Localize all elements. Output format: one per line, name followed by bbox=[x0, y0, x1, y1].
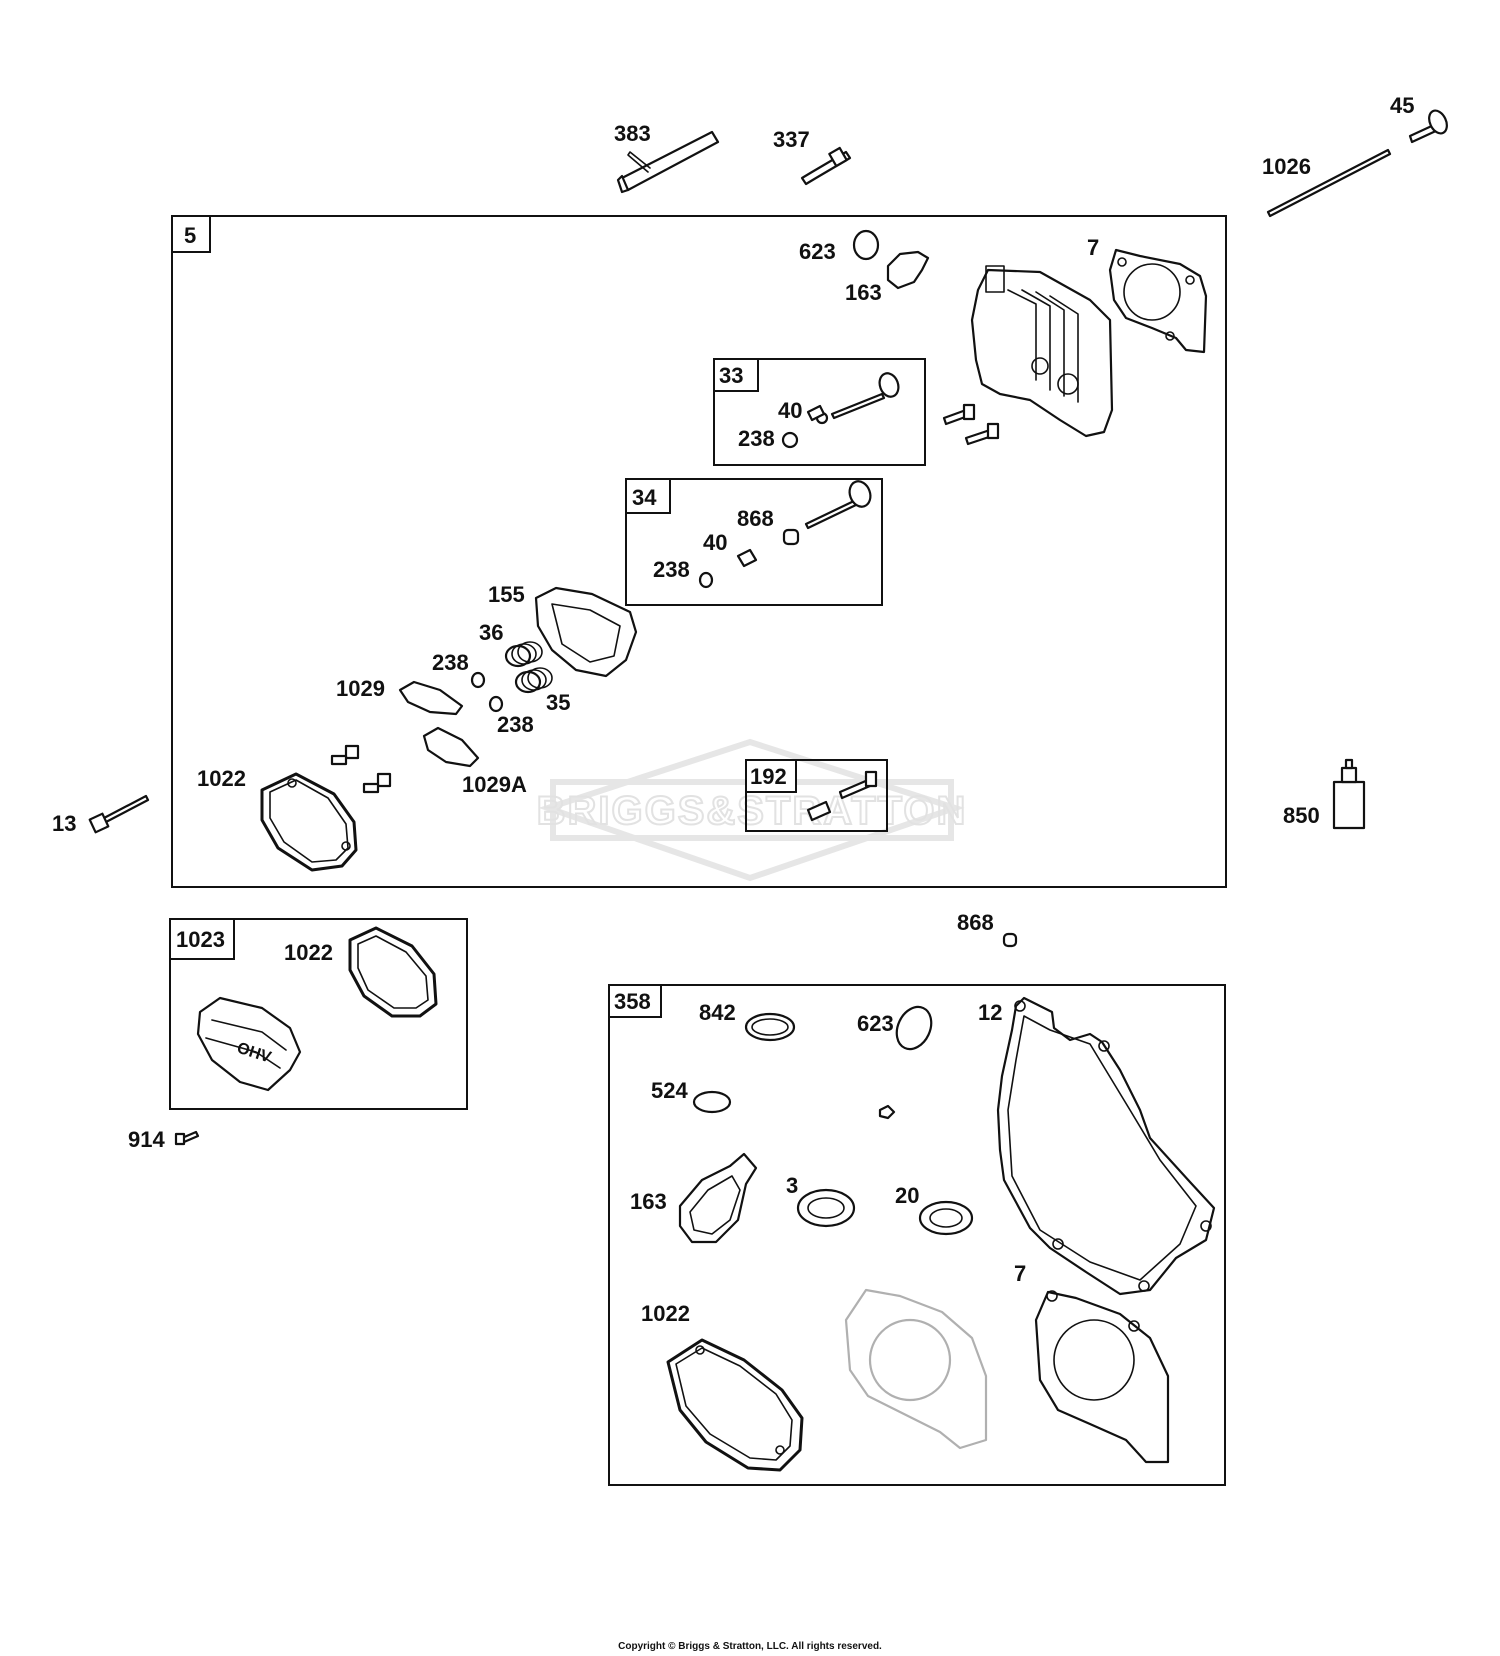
label-868-b: 868 bbox=[957, 910, 994, 935]
label-40-mid: 40 bbox=[703, 530, 727, 555]
label-1022-a: 1022 bbox=[197, 766, 246, 791]
label-524: 524 bbox=[651, 1078, 688, 1103]
label-45: 45 bbox=[1390, 93, 1414, 118]
part-238-keeper-mid bbox=[698, 571, 714, 589]
label-20: 20 bbox=[895, 1183, 919, 1208]
label-13: 13 bbox=[52, 811, 76, 836]
part-33-exhaust-valve bbox=[815, 372, 900, 425]
part-20-oil-seal bbox=[918, 1200, 974, 1236]
part-head-bolts bbox=[942, 403, 1000, 446]
part-163-gasket bbox=[886, 250, 930, 290]
group-box-192 bbox=[745, 759, 888, 832]
label-3: 3 bbox=[786, 1173, 798, 1198]
label-238-mid: 238 bbox=[653, 557, 690, 582]
label-238-top: 238 bbox=[738, 426, 775, 451]
part-ghost-head-gasket bbox=[844, 1288, 988, 1450]
label-163-b: 163 bbox=[630, 1189, 667, 1214]
label-35: 35 bbox=[546, 690, 570, 715]
label-1029: 1029 bbox=[336, 676, 385, 701]
label-40-top: 40 bbox=[778, 398, 802, 423]
part-1029-rocker-arm bbox=[398, 680, 464, 716]
group-label-5: 5 bbox=[184, 223, 196, 248]
part-35-valve-spring bbox=[514, 667, 553, 694]
part-7-head-gasket-b bbox=[1034, 1290, 1170, 1464]
label-383: 383 bbox=[614, 121, 651, 146]
group-label-34: 34 bbox=[632, 485, 657, 510]
label-1022-b: 1022 bbox=[284, 940, 333, 965]
label-7-b: 7 bbox=[1014, 1261, 1026, 1286]
svg-text:BRIGGS&STRATTON: BRIGGS&STRATTON bbox=[537, 789, 968, 833]
part-7-head-gasket bbox=[1108, 248, 1208, 354]
group-tag-34 bbox=[625, 478, 671, 514]
label-842: 842 bbox=[699, 1000, 736, 1025]
part-1029a-rocker-arm bbox=[422, 726, 480, 768]
part-36-valve-spring bbox=[504, 641, 543, 668]
label-623-b: 623 bbox=[857, 1011, 894, 1036]
part-12-crankcase-gasket bbox=[996, 996, 1216, 1296]
group-tag-1023 bbox=[169, 918, 235, 960]
label-1022-c: 1022 bbox=[641, 1301, 690, 1326]
part-914-screw bbox=[174, 1130, 200, 1146]
label-238-b: 238 bbox=[497, 712, 534, 737]
copyright-notice: Copyright © Briggs & Stratton, LLC. All … bbox=[618, 1641, 882, 1652]
label-850: 850 bbox=[1283, 803, 1320, 828]
part-192-breather bbox=[806, 770, 878, 822]
label-36: 36 bbox=[479, 620, 503, 645]
part-34-intake-valve bbox=[804, 480, 872, 530]
group-tag-192 bbox=[745, 759, 797, 793]
label-12: 12 bbox=[978, 1000, 1002, 1025]
label-238-a: 238 bbox=[432, 650, 469, 675]
part-40-seal-mid bbox=[736, 548, 758, 568]
part-524-o-ring bbox=[692, 1090, 732, 1114]
label-623: 623 bbox=[799, 239, 836, 264]
part-cylinder-head bbox=[970, 265, 1114, 438]
group-box-34 bbox=[625, 478, 883, 606]
part-850-sealant-tube bbox=[1332, 758, 1366, 830]
group-label-192: 192 bbox=[750, 764, 787, 789]
group-label-1023: 1023 bbox=[176, 927, 225, 952]
watermark-logo: BRIGGS&STRATTON bbox=[536, 738, 968, 882]
label-868: 868 bbox=[737, 506, 774, 531]
part-383-wrench bbox=[616, 130, 720, 194]
part-1023-valve-cover: OHV bbox=[196, 996, 302, 1092]
part-3-oil-seal bbox=[796, 1188, 856, 1228]
label-163: 163 bbox=[845, 280, 882, 305]
part-868-seal-outside bbox=[1002, 932, 1018, 948]
group-box-33 bbox=[713, 358, 926, 466]
part-1026-pushrod bbox=[1266, 148, 1392, 218]
part-rocker-studs bbox=[330, 744, 392, 794]
part-1022-cover-gasket bbox=[260, 772, 358, 872]
part-13-bolt bbox=[88, 794, 150, 834]
group-tag-358 bbox=[608, 984, 662, 1018]
group-label-33: 33 bbox=[719, 363, 743, 388]
part-1022-cover-gasket-b bbox=[348, 926, 438, 1018]
part-842-o-ring bbox=[744, 1012, 796, 1042]
part-337-spark-plug bbox=[800, 146, 852, 186]
part-238-keeper-a bbox=[470, 671, 486, 689]
part-163-gasket-b bbox=[678, 1152, 758, 1244]
group-tag-33 bbox=[713, 358, 759, 392]
part-1022-cover-gasket-c bbox=[666, 1338, 804, 1472]
part-358-small-fitting bbox=[878, 1104, 896, 1120]
group-box-5 bbox=[171, 215, 1227, 888]
part-238-keeper-b bbox=[488, 695, 504, 713]
label-337: 337 bbox=[773, 127, 810, 152]
part-238-keeper-top bbox=[781, 431, 799, 449]
part-623-o-ring bbox=[852, 229, 880, 261]
label-7: 7 bbox=[1087, 235, 1099, 260]
label-1029A: 1029A bbox=[462, 772, 527, 797]
group-label-358: 358 bbox=[614, 989, 651, 1014]
part-45-valve bbox=[1408, 109, 1448, 144]
group-tag-5 bbox=[171, 215, 211, 253]
part-623-o-ring-b bbox=[895, 1005, 933, 1051]
group-box-1023 bbox=[169, 918, 468, 1110]
part-868-valve-seal bbox=[782, 528, 800, 546]
label-1026: 1026 bbox=[1262, 154, 1311, 179]
part-40-seal-top bbox=[806, 404, 826, 422]
label-155: 155 bbox=[488, 582, 525, 607]
part-155-rocker-base bbox=[534, 586, 638, 678]
group-box-358 bbox=[608, 984, 1226, 1486]
label-914: 914 bbox=[128, 1127, 165, 1152]
